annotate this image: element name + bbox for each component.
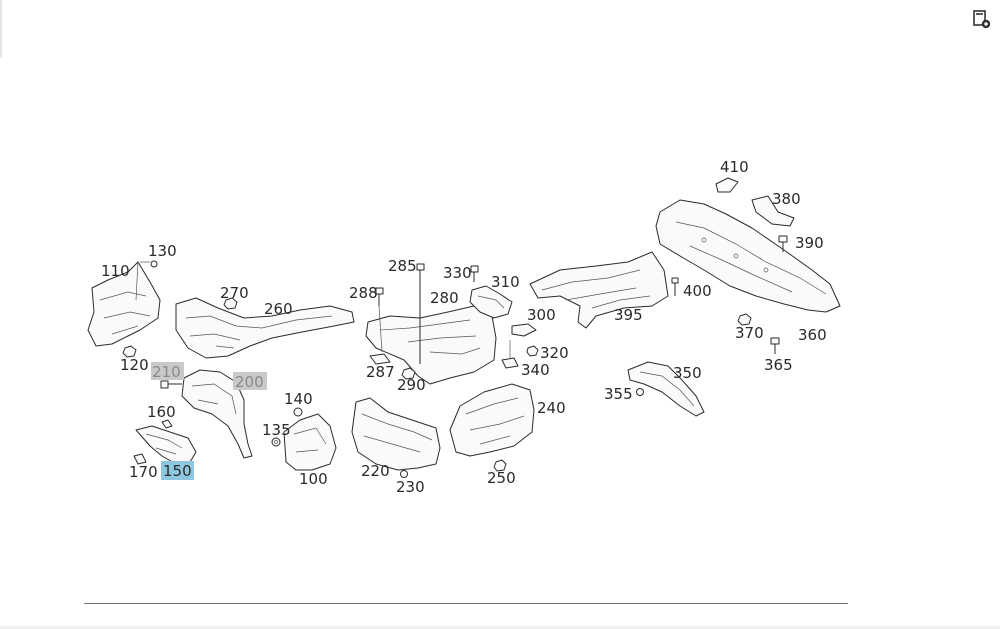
part-label-170[interactable]: 170 xyxy=(129,463,158,481)
part-355-bolt[interactable] xyxy=(636,388,644,396)
part-285-bolt[interactable] xyxy=(416,263,425,364)
part-label-290[interactable]: 290 xyxy=(397,376,426,394)
part-120-nut[interactable] xyxy=(122,345,137,358)
part-label-350[interactable]: 350 xyxy=(673,364,702,382)
part-label-200[interactable]: 200 xyxy=(235,373,264,391)
part-label-285[interactable]: 285 xyxy=(388,257,417,275)
label-210-highlight xyxy=(151,362,184,380)
part-label-355[interactable]: 355 xyxy=(604,385,633,403)
part-label-370[interactable]: 370 xyxy=(735,324,764,342)
part-230-nut[interactable] xyxy=(400,470,408,478)
part-220-shape[interactable] xyxy=(351,397,441,471)
part-label-230[interactable]: 230 xyxy=(396,478,425,496)
part-170-clip[interactable] xyxy=(133,453,147,465)
part-130-bolt[interactable] xyxy=(140,260,158,268)
part-label-100[interactable]: 100 xyxy=(299,470,328,488)
part-370-nut[interactable] xyxy=(737,313,752,326)
part-label-260[interactable]: 260 xyxy=(264,300,293,318)
part-label-320[interactable]: 320 xyxy=(540,344,569,362)
part-label-270[interactable]: 270 xyxy=(220,284,249,302)
part-380-bracket[interactable] xyxy=(751,195,795,227)
footer-divider xyxy=(84,603,848,604)
part-100-shape[interactable] xyxy=(283,413,337,471)
part-140-nut[interactable] xyxy=(293,407,303,417)
part-label-410[interactable]: 410 xyxy=(720,158,749,176)
part-160-clip[interactable] xyxy=(161,419,173,429)
part-label-365[interactable]: 365 xyxy=(764,356,793,374)
part-300-bracket[interactable] xyxy=(511,323,537,337)
part-250-nut[interactable] xyxy=(493,459,507,472)
add-note-button[interactable] xyxy=(968,6,994,32)
part-label-160[interactable]: 160 xyxy=(147,403,176,421)
part-label-390[interactable]: 390 xyxy=(795,234,824,252)
part-288-bolt[interactable] xyxy=(375,287,384,353)
part-label-210[interactable]: 210 xyxy=(152,363,181,381)
part-410-clip[interactable] xyxy=(715,177,739,193)
part-label-240[interactable]: 240 xyxy=(537,399,566,417)
part-label-340[interactable]: 340 xyxy=(521,361,550,379)
part-210-bolt[interactable] xyxy=(160,380,182,389)
label-200-highlight xyxy=(233,372,267,390)
part-label-250[interactable]: 250 xyxy=(487,469,516,487)
part-330-bolt[interactable] xyxy=(470,265,479,282)
part-240-shape[interactable] xyxy=(449,383,535,457)
label-150-highlight xyxy=(161,461,194,480)
part-310-shape[interactable] xyxy=(469,285,513,319)
part-280-shape[interactable] xyxy=(365,305,497,385)
bottom-scrollbar-track xyxy=(0,626,1000,629)
part-135-washer[interactable] xyxy=(271,437,281,447)
part-365-bolt[interactable] xyxy=(770,337,780,354)
part-label-130[interactable]: 130 xyxy=(148,242,177,260)
part-label-330[interactable]: 330 xyxy=(443,264,472,282)
part-350-shape[interactable] xyxy=(627,361,705,417)
part-label-135[interactable]: 135 xyxy=(262,421,291,439)
part-label-380[interactable]: 380 xyxy=(772,190,801,208)
part-390-bolt[interactable] xyxy=(778,235,788,252)
part-label-220[interactable]: 220 xyxy=(361,462,390,480)
part-label-140[interactable]: 140 xyxy=(284,390,313,408)
part-label-310[interactable]: 310 xyxy=(491,273,520,291)
part-110-shape[interactable] xyxy=(87,261,161,347)
part-label-287[interactable]: 287 xyxy=(366,363,395,381)
left-panel-edge xyxy=(0,0,2,58)
part-360-shape[interactable] xyxy=(655,199,841,313)
part-label-288[interactable]: 288 xyxy=(349,284,378,302)
part-label-120[interactable]: 120 xyxy=(120,356,149,374)
part-label-360[interactable]: 360 xyxy=(798,326,827,344)
part-label-395[interactable]: 395 xyxy=(614,306,643,324)
note-add-icon xyxy=(973,10,991,29)
part-395-shape[interactable] xyxy=(529,251,669,329)
part-label-400[interactable]: 400 xyxy=(683,282,712,300)
part-200-shape[interactable] xyxy=(181,369,253,459)
part-290-nut[interactable] xyxy=(401,367,416,380)
part-label-280[interactable]: 280 xyxy=(430,289,459,307)
part-400-bolt[interactable] xyxy=(671,277,679,296)
part-label-110[interactable]: 110 xyxy=(101,262,130,280)
part-320-nut[interactable] xyxy=(526,345,539,357)
part-340-clip[interactable] xyxy=(501,340,519,369)
part-287-clip[interactable] xyxy=(369,353,391,365)
part-260-shape[interactable] xyxy=(175,297,355,359)
part-label-300[interactable]: 300 xyxy=(527,306,556,324)
part-label-150[interactable]: 150 xyxy=(163,462,192,480)
part-150-shape[interactable] xyxy=(135,425,197,465)
part-270-nut[interactable] xyxy=(223,297,238,310)
